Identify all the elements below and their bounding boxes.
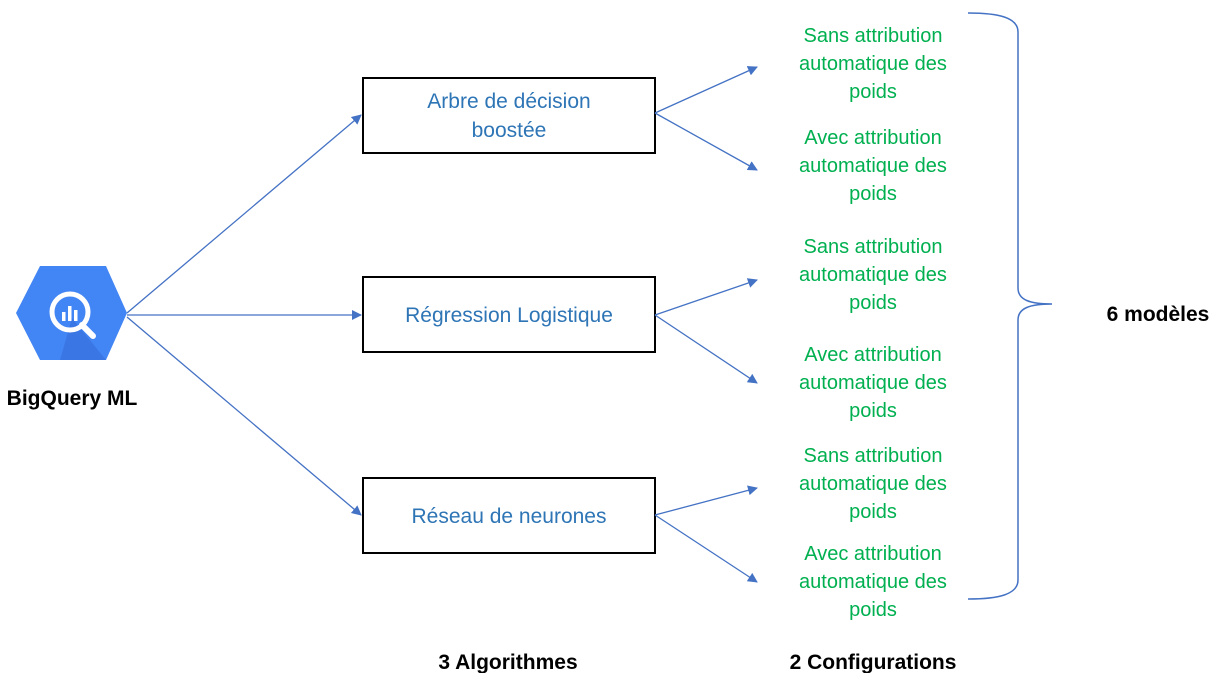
config-sans-line-1: Sans attribution [804,25,943,47]
config-avec-line-2: automatique des [799,372,947,394]
arrow-algo-3-config-1 [654,485,758,516]
arrow-algo-3-config-2 [654,514,758,583]
bigquery-magnifier-icon [16,266,127,360]
source-label: BigQuery ML [7,387,138,410]
arrow-algo-1-config-2 [654,112,758,171]
arrow-to-algorithm-1 [126,114,362,314]
config-sans-line-1: Sans attribution [804,236,943,258]
config-sans-line-1: Sans attribution [804,445,943,467]
algorithm-box-3: Réseau de neurones [362,477,656,554]
configuration-group-3: Sans attribution automatique des poids A… [799,445,947,621]
arrow-algo-2-config-2 [654,314,758,384]
models-count-label: 6 modèles [1107,303,1210,326]
config-avec-line-3: poids [849,400,897,422]
algorithm-label-1-line-2: boostée [472,119,547,142]
config-avec-line-1: Avec attribution [804,344,942,366]
algorithm-label-1-line-1: Arbre de décision [427,90,590,113]
algorithm-box-2: Régression Logistique [362,276,656,353]
config-sans-line-3: poids [849,501,897,523]
source-arrows [126,114,362,516]
arrow-to-algorithm-3 [126,316,362,516]
arrow-algo-2-config-1 [654,278,758,316]
config-avec-line-2: automatique des [799,155,947,177]
configuration-arrows [654,66,758,583]
models-brace [967,12,1053,600]
config-sans-line-2: automatique des [799,264,947,286]
config-avec-line-2: automatique des [799,571,947,593]
config-avec-line-1: Avec attribution [804,543,942,565]
configuration-group-2: Sans attribution automatique des poids A… [799,236,947,422]
config-avec-line-1: Avec attribution [804,127,942,149]
config-sans-line-3: poids [849,81,897,103]
config-avec-line-3: poids [849,183,897,205]
configurations-count-label: 2 Configurations [790,651,957,673]
configuration-group-1: Sans attribution automatique des poids A… [799,25,947,205]
config-sans-line-3: poids [849,292,897,314]
algorithm-label-3: Réseau de neurones [412,505,607,528]
config-avec-line-3: poids [849,599,897,621]
config-sans-line-2: automatique des [799,473,947,495]
algorithms-count-label: 3 Algorithmes [438,651,577,673]
algorithm-box-1: Arbre de décision boostée [362,77,656,154]
arrow-algo-1-config-1 [654,66,758,114]
algorithm-label-2: Régression Logistique [405,304,613,327]
config-sans-line-2: automatique des [799,53,947,75]
